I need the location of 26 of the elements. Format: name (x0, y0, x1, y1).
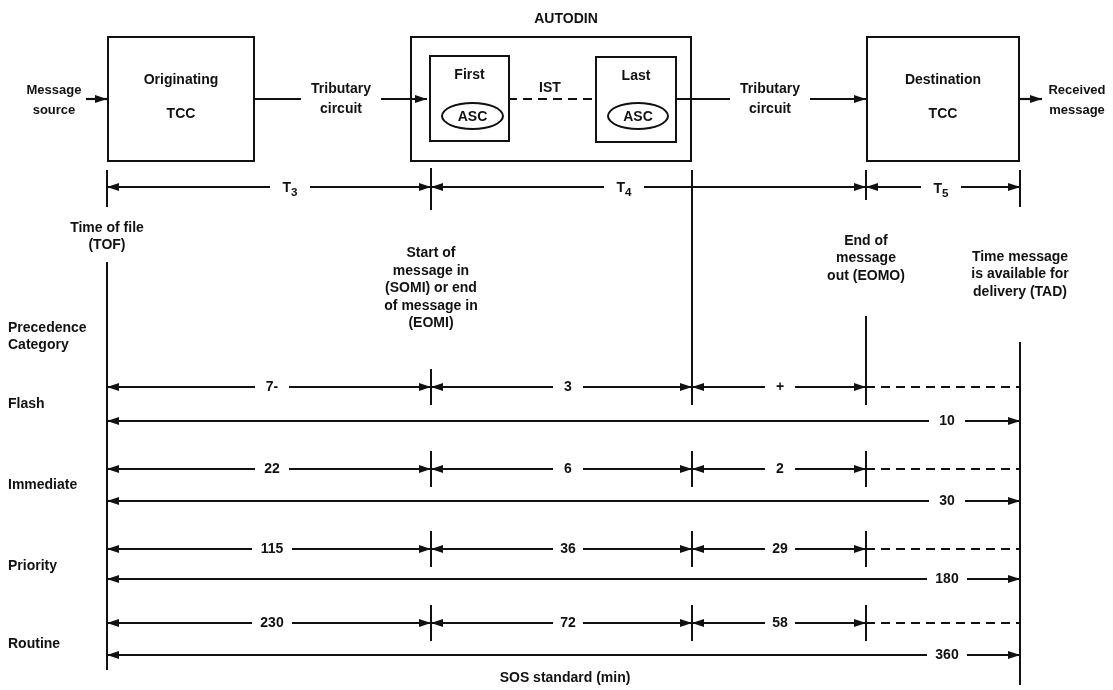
group-title: AUTODIN (533, 9, 599, 27)
category-label: Routine (8, 635, 62, 653)
dashed-line (508, 97, 593, 101)
event-label: Time message is available for delivery (TAD) (970, 247, 1070, 300)
box-label: Destination TCC (903, 70, 983, 123)
axis-caption: SOS standard (min) (498, 669, 632, 687)
node-label: Received message (1042, 80, 1112, 120)
box-label: Originating TCC (142, 70, 220, 123)
category-label: Immediate (8, 476, 79, 494)
event-label: Start of message in (SOMI) or end of message in (EOMI) (383, 244, 479, 332)
process-box (595, 56, 677, 143)
node-label: Message source (22, 80, 86, 120)
box-heading: Last (620, 66, 652, 84)
arrow (1020, 95, 1042, 103)
category-label: Flash (8, 395, 46, 413)
process-box (107, 36, 255, 162)
axis-heading: Precedence Category (8, 318, 88, 354)
ellipse-node: ASC (441, 102, 504, 130)
process-box (866, 36, 1020, 162)
arrow (86, 95, 107, 103)
ellipse-node: ASC (607, 102, 669, 130)
event-label: Time of file (TOF) (69, 218, 145, 254)
event-label: End of message out (EOMO) (826, 231, 906, 284)
process-box (429, 55, 510, 142)
category-label: Priority (8, 557, 58, 575)
box-heading: First (453, 65, 486, 83)
